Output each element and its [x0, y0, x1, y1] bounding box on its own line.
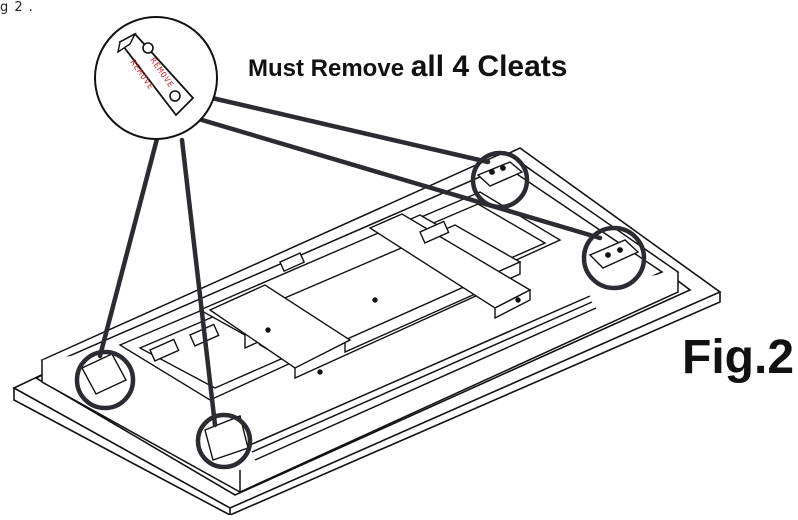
cleat-circle-right: [581, 225, 647, 291]
callout-lines: [97, 95, 603, 428]
figure-label: Fig.2: [682, 331, 795, 384]
instruction-title: Must Remove all 4 Cleats: [248, 50, 567, 84]
cleat-circle-left: [74, 349, 136, 411]
corner-cleats: [81, 161, 640, 461]
cleat-circle-bottom: [195, 412, 253, 470]
instruction-title-part1: Must Remove: [248, 55, 411, 82]
cleat-highlight-circles: [74, 150, 647, 470]
magnified-cleat-detail: REMOVE REMOVE: [94, 16, 218, 140]
instruction-title-part2: all 4 Cleats: [410, 50, 568, 83]
corner-figure-ref: g 2 .: [0, 0, 34, 15]
inner-frame: [118, 191, 562, 401]
cleat-circle-top: [470, 150, 530, 210]
